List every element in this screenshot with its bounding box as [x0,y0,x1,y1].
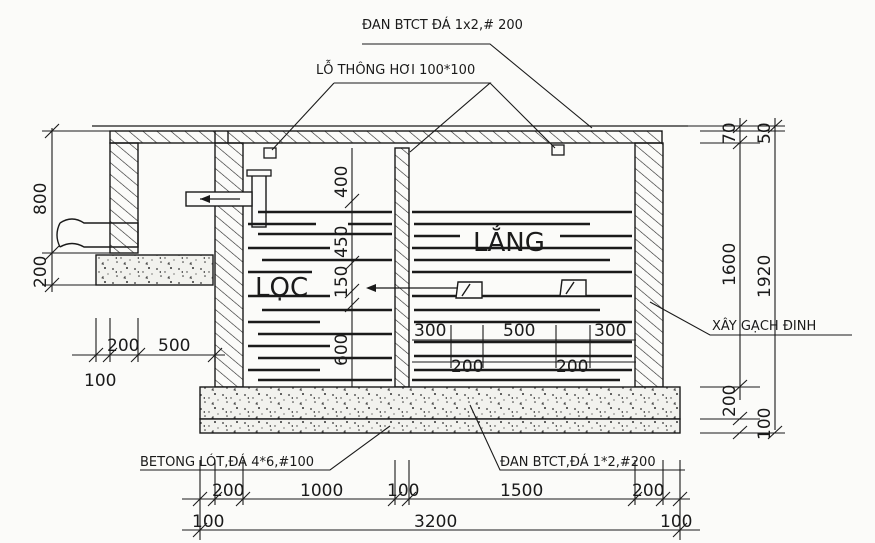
dim-inner-300b: 300 [594,321,626,341]
dim-bottom-100c: 100 [660,512,692,532]
flow-arrow-out [200,195,240,203]
tee-pipe [185,169,272,228]
lean-concrete [199,418,681,434]
vent-left-icon [263,147,277,159]
dim-bottom-1000: 1000 [300,481,343,501]
dim-pipe-500: 500 [158,336,190,356]
inlet-left-wall [109,142,139,254]
label-lean-concrete: BETONG LÓT,ĐÁ 4*6,#100 [140,454,314,470]
dim-right-70: 70 [720,122,740,144]
dim-inner-400: 400 [332,166,352,198]
dim-bottom-100b: 100 [192,512,224,532]
inner-dimensions [344,148,636,387]
dim-inner-450: 450 [332,226,352,258]
dim-bottom-3200: 3200 [414,512,457,532]
dim-right-1600: 1600 [720,243,740,286]
dim-left-200: 200 [31,256,51,288]
dim-left-800: 800 [31,183,51,215]
top-slab [109,130,663,144]
flow-arrow-through [366,284,458,292]
label-brick-wall: XÂY GẠCH ĐINH [712,318,816,334]
right-dimensions [685,118,785,440]
wall-openings [455,279,587,299]
dim-bottom-1500: 1500 [500,481,543,501]
label-filter-chamber: LỌC [255,273,308,303]
leader-lines [140,43,852,471]
dim-inner-150: 150 [332,266,352,298]
bottom-dimensions [182,460,700,540]
label-settling-chamber: LẮNG [473,223,545,258]
right-wall [634,142,664,388]
dim-right-100: 100 [755,408,775,440]
label-slab-top: ĐAN BTCT ĐÁ 1x2,# 200 [362,17,523,33]
dim-pipe-200: 200 [107,336,139,356]
label-base-slab: ĐAN BTCT,ĐÁ 1*2,#200 [500,454,656,470]
dim-inner-200a: 200 [451,357,483,377]
dim-right-200: 200 [720,385,740,417]
water-lines [248,210,632,382]
filter-left-wall [214,142,244,388]
base-slab [199,386,681,420]
inlet-pipe [56,218,139,248]
dim-right-50: 50 [755,122,775,144]
dim-bottom-200a: 200 [212,481,244,501]
dim-pipe-100: 100 [84,371,116,391]
dim-inner-200b: 200 [556,357,588,377]
middle-wall [394,147,410,388]
dim-inner-600: 600 [332,334,352,366]
vent-right-icon [551,144,565,156]
dim-inner-300a: 300 [414,321,446,341]
left-dimensions [42,123,225,363]
dim-bottom-100a: 100 [387,481,419,501]
dim-right-1920: 1920 [755,255,775,298]
dim-inner-500: 500 [503,321,535,341]
inlet-foundation [95,254,214,286]
dim-bottom-200b: 200 [632,481,664,501]
label-vent: LỖ THÔNG HƠI 100*100 [316,60,475,78]
